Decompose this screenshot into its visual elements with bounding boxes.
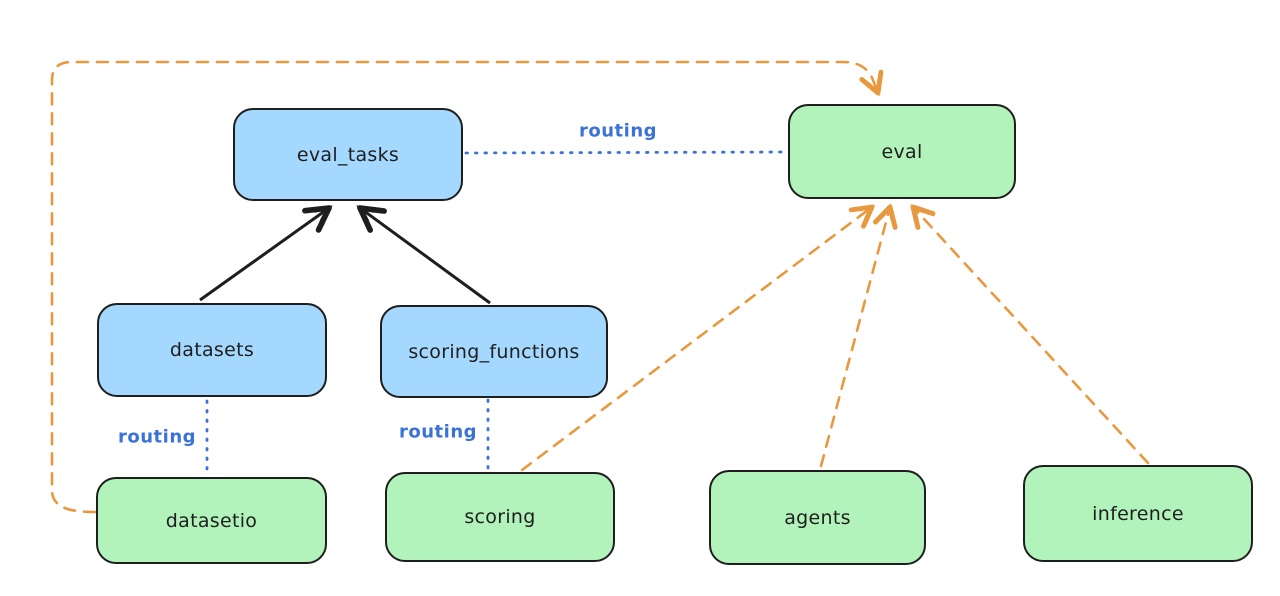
routing-label-datasets-datasetio: routing [114,426,200,448]
routing-label-eval-tasks-eval: routing [575,120,661,142]
node-inference-label: inference [1092,502,1184,525]
node-eval-tasks-label: eval_tasks [296,143,400,166]
edge-datasets-eval_tasks [199,205,333,302]
node-scoring: scoring [385,472,615,562]
node-eval: eval [788,104,1016,199]
node-datasetio-label: datasetio [165,509,258,532]
node-datasets: datasets [97,303,327,397]
edge-inference-eval [910,204,1150,465]
edge-routing-eval_tasks-eval [464,150,788,155]
edge-scoring_functions-eval_tasks [356,205,491,305]
edge-agents-eval [819,203,898,468]
node-datasetio: datasetio [96,477,327,564]
node-scoring-functions-label: scoring_functions [408,340,580,363]
node-eval-tasks: eval_tasks [233,108,463,201]
node-datasets-label: datasets [169,339,255,361]
node-eval-label: eval [881,140,923,163]
node-agents-label: agents [784,506,851,529]
node-scoring-label: scoring [464,506,536,528]
node-scoring-functions: scoring_functions [380,305,608,398]
routing-label-scoring-functions-scoring: routing [395,421,481,443]
node-agents: agents [709,470,926,565]
node-inference: inference [1023,465,1253,562]
